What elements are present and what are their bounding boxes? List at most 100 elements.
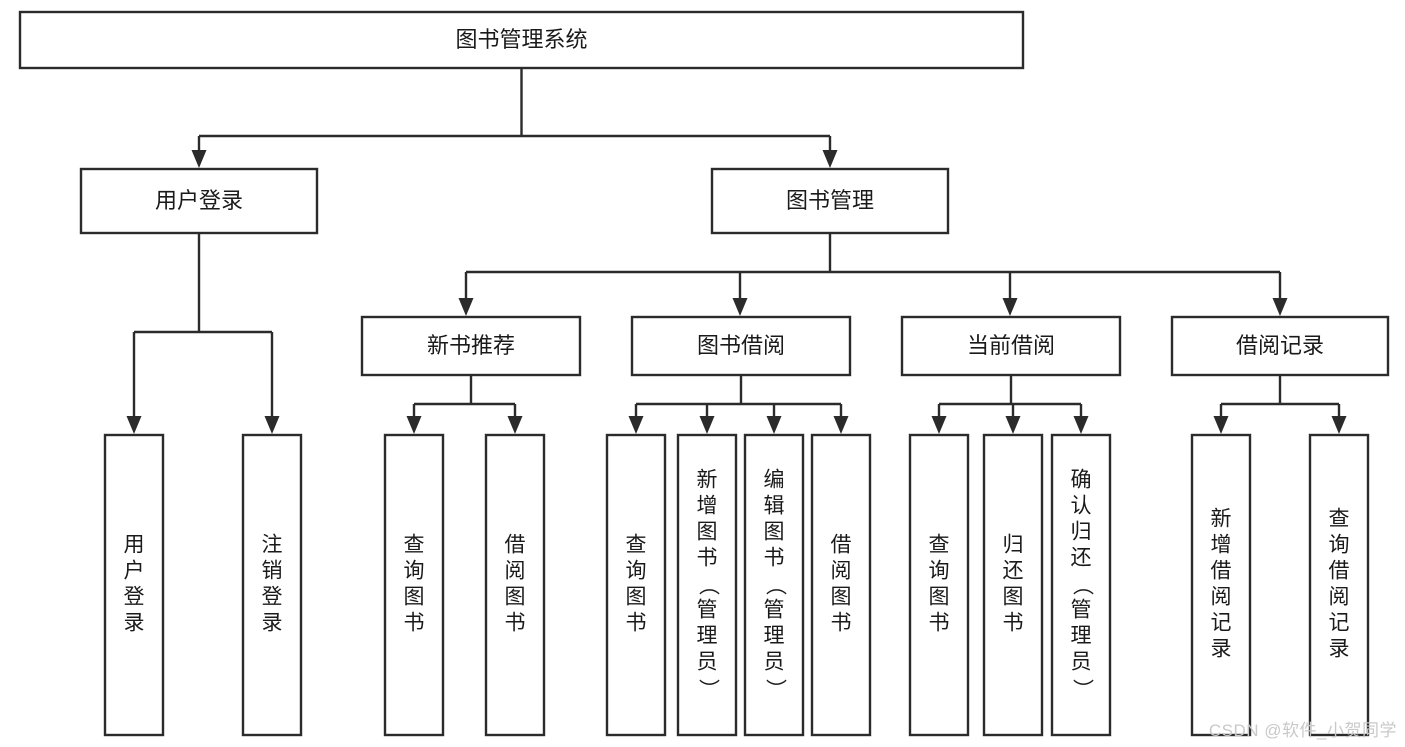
connector-new-book-recommend-to-leaves	[406, 375, 523, 434]
svg-text:书: 书	[626, 612, 647, 635]
node-leaf-user-login[interactable]: 用户登录	[103, 433, 165, 737]
leaf-query-borrow-record-box[interactable]	[1308, 433, 1370, 737]
svg-text:询: 询	[929, 560, 950, 583]
arrow-to-book-management	[822, 150, 838, 168]
svg-text:借: 借	[1329, 560, 1350, 583]
borrow-record-label: 借阅记录	[1236, 333, 1324, 358]
book-management-box[interactable]	[710, 167, 950, 235]
leaf-confirm-return-admin-box[interactable]	[1050, 433, 1112, 737]
svg-text:书: 书	[697, 547, 718, 570]
leaf-user-login-label: 用户登录	[124, 534, 145, 635]
node-root[interactable]: 图书管理系统	[18, 10, 1025, 70]
new-book-recommend-box[interactable]	[360, 315, 582, 377]
leaf-add-borrow-record-box[interactable]	[1190, 433, 1252, 737]
book-borrow-box[interactable]	[630, 315, 852, 377]
svg-text:书: 书	[1003, 612, 1024, 635]
node-new-book-recommend[interactable]: 新书推荐	[360, 315, 582, 377]
arrow-to-user-login	[191, 150, 207, 168]
leaf-add-book-admin-box[interactable]	[676, 433, 738, 737]
svg-text:查: 查	[626, 534, 647, 557]
book-borrow-label: 图书借阅	[697, 333, 785, 358]
svg-text:理: 理	[697, 625, 718, 648]
svg-text:员: 员	[764, 651, 785, 674]
svg-text:图: 图	[831, 586, 852, 609]
leaf-query-book-3-box[interactable]	[908, 433, 970, 737]
svg-text:）: ）	[763, 679, 786, 700]
csdn-watermark: CSDN @软件_小贺同学	[1208, 721, 1397, 740]
svg-text:理: 理	[764, 625, 785, 648]
svg-text:书: 书	[404, 612, 425, 635]
node-user-login[interactable]: 用户登录	[79, 167, 319, 235]
leaf-query-book-1-box[interactable]	[383, 433, 445, 737]
svg-text:图: 图	[764, 521, 785, 544]
svg-text:）: ）	[1070, 679, 1093, 700]
leaf-logout-box[interactable]	[241, 433, 303, 737]
leaf-borrow-book-1-box[interactable]	[484, 433, 546, 737]
svg-text:员: 员	[1071, 651, 1092, 674]
svg-text:注: 注	[262, 534, 283, 557]
leaf-edit-book-admin-box[interactable]	[743, 433, 805, 737]
connector-current-borrow-to-leaves	[931, 375, 1089, 434]
svg-text:图: 图	[404, 586, 425, 609]
svg-text:登: 登	[124, 586, 145, 609]
current-borrow-label: 当前借阅	[967, 333, 1055, 358]
svg-text:户: 户	[124, 560, 145, 583]
svg-text:阅: 阅	[831, 560, 852, 583]
node-current-borrow[interactable]: 当前借阅	[900, 315, 1122, 377]
svg-text:管: 管	[1071, 599, 1092, 622]
node-book-borrow[interactable]: 图书借阅	[630, 315, 852, 377]
svg-text:录: 录	[124, 612, 145, 635]
borrow-record-box[interactable]	[1170, 315, 1390, 377]
svg-text:录: 录	[1329, 638, 1350, 661]
svg-text:管: 管	[697, 599, 718, 622]
svg-text:管: 管	[764, 599, 785, 622]
new-book-recommend-label: 新书推荐	[427, 333, 515, 358]
svg-text:图: 图	[626, 586, 647, 609]
user-login-box[interactable]	[79, 167, 319, 235]
svg-text:）: ）	[696, 679, 719, 700]
svg-text:书: 书	[764, 547, 785, 570]
svg-text:书: 书	[831, 612, 852, 635]
svg-text:增: 增	[697, 495, 718, 518]
leaf-user-login-box[interactable]	[103, 433, 165, 737]
node-book-management[interactable]: 图书管理	[710, 167, 950, 235]
svg-text:查: 查	[929, 534, 950, 557]
root-box[interactable]	[18, 10, 1025, 70]
svg-text:登: 登	[262, 586, 283, 609]
current-borrow-box[interactable]	[900, 315, 1122, 377]
node-borrow-record[interactable]: 借阅记录	[1170, 315, 1390, 377]
leaf-return-book-box[interactable]	[982, 433, 1044, 737]
svg-text:理: 理	[1071, 625, 1092, 648]
leaf-query-book-2-box[interactable]	[605, 433, 667, 737]
svg-text:阅: 阅	[1211, 586, 1232, 609]
connector-layer	[126, 68, 1347, 434]
svg-text:询: 询	[626, 560, 647, 583]
svg-text:图: 图	[505, 586, 526, 609]
leaf-borrow-book-2-box[interactable]	[810, 433, 872, 737]
